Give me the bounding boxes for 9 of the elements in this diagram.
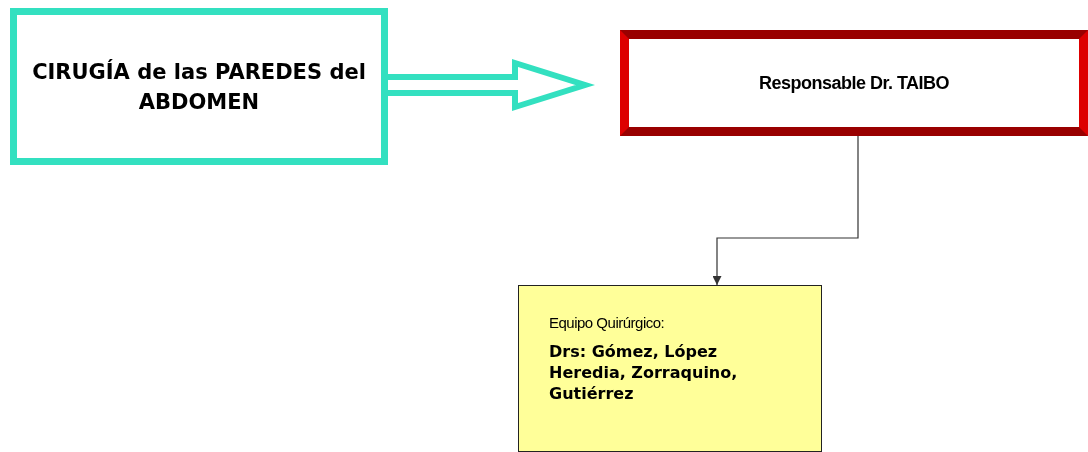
team-members: Drs: Gómez, López Heredia, Zorraquino, Gutiérrez bbox=[549, 340, 739, 404]
process-box bbox=[620, 30, 1088, 136]
box-title: CIRUGÍA de las PAREDES del ABDOMEN bbox=[31, 58, 367, 116]
process-box bbox=[10, 8, 388, 165]
team-box bbox=[518, 285, 822, 452]
box-title: Responsable Dr. TAIBO bbox=[758, 72, 950, 94]
block-arrow bbox=[385, 58, 595, 112]
connector-arrow bbox=[712, 135, 859, 286]
team-heading: Equipo Quirúrgico: bbox=[549, 313, 666, 331]
